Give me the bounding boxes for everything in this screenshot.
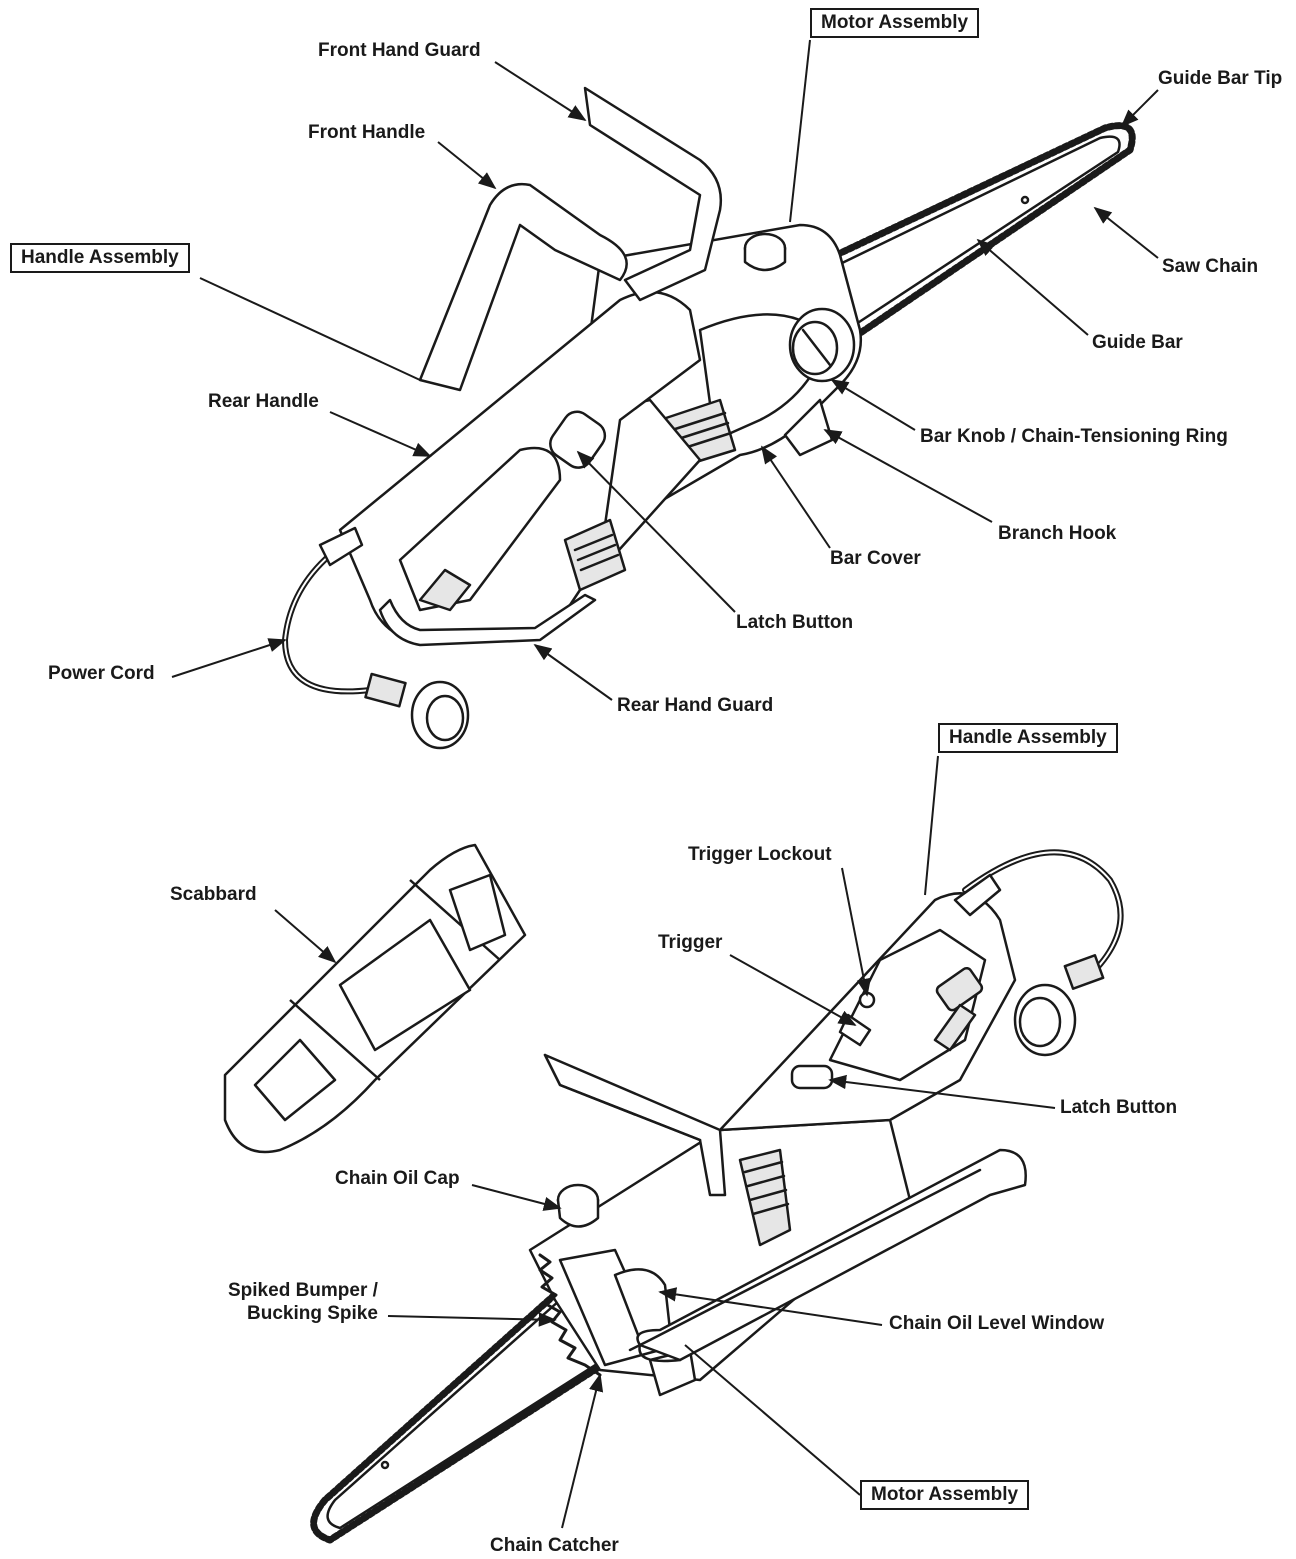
top-rear-hand-guard [378,593,597,647]
leader-top-motor-assembly [789,39,811,223]
label-top-branch-hook: Branch Hook [998,523,1117,544]
label-bottom-trigger: Trigger [658,932,723,953]
label-bottom-motor-assembly: Motor Assembly [860,1480,1030,1510]
leader-top-power-cord [171,638,287,678]
leader-lines [171,39,1159,1529]
label-top-rear-handle: Rear Handle [208,391,319,412]
label-top-front-hand-guard: Front Hand Guard [318,40,481,61]
label-bottom-scabbard: Scabbard [170,884,257,905]
leader-bottom-trigger-lockout [841,867,871,997]
bottom-handle-body [718,892,1017,1132]
label-bottom-spiked-bumper: Spiked Bumper / Bucking Spike [228,1280,378,1324]
label-top-handle-assembly: Handle Assembly [10,243,190,273]
top-handle-body [338,290,702,642]
top-guide-bar [826,122,1136,344]
label-bottom-handle-assembly: Handle Assembly [938,723,1118,753]
bottom-oil-cap [556,1183,600,1228]
leader-top-latch-button [576,450,736,613]
leader-bottom-spiked-bumper [387,1312,557,1327]
bottom-spiked-bumper [538,1253,602,1377]
label-top-motor-assembly: Motor Assembly [810,8,980,38]
leader-top-bar-knob [830,379,916,431]
label-top-power-cord: Power Cord [48,663,155,684]
scabbard [223,843,527,1154]
label-top-rear-hand-guard: Rear Hand Guard [617,695,774,716]
label-top-bar-knob: Bar Knob / Chain-Tensioning Ring [920,426,1228,447]
leader-bottom-latch-button [828,1074,1056,1109]
leader-bottom-trigger [729,954,857,1026]
leader-top-saw-chain [1093,206,1159,259]
leader-bottom-chain-oil-cap [471,1184,562,1211]
label-top-guide-bar-tip: Guide Bar Tip [1158,68,1283,89]
bottom-chainsaw [310,849,1124,1544]
leader-bottom-chain-catcher [561,1373,604,1529]
label-bottom-latch-button: Latch Button [1060,1097,1178,1118]
leader-top-rear-handle [329,411,432,457]
label-top-guide-bar: Guide Bar [1092,332,1183,353]
top-oil-cap [743,232,787,272]
leader-bottom-scabbard [274,909,337,964]
bottom-guide-bar [310,1286,614,1544]
label-top-saw-chain: Saw Chain [1162,256,1259,277]
top-power-cord [282,526,470,750]
label-top-front-handle: Front Handle [308,122,426,143]
leader-top-rear-hand-guard [533,643,613,701]
top-bar-knob [788,307,856,383]
top-chainsaw [282,86,1136,750]
label-bottom-chain-oil-level-window: Chain Oil Level Window [889,1313,1105,1334]
label-bottom-chain-catcher: Chain Catcher [490,1535,619,1556]
leader-top-front-handle [437,141,497,190]
top-front-hand-guard [583,86,723,302]
leader-bottom-motor-assembly [684,1344,861,1496]
top-front-handle [418,182,628,392]
leader-top-handle-assembly [199,277,421,381]
label-bottom-chain-oil-cap: Chain Oil Cap [335,1168,460,1189]
leader-top-front-hand-guard [494,61,587,121]
bottom-front-handle [636,1148,1027,1362]
bottom-power-cord [953,849,1124,1057]
leader-top-bar-cover [760,445,831,549]
bottom-motor-housing [528,1118,912,1382]
label-top-bar-cover: Bar Cover [830,548,921,569]
leader-bottom-handle-assembly [924,755,939,896]
label-top-latch-button: Latch Button [736,612,854,633]
leader-top-guide-bar [976,238,1089,336]
leader-bottom-chain-oil-level-window [658,1287,883,1326]
leader-top-branch-hook [823,429,993,523]
leader-top-guide-bar-tip [1120,89,1159,128]
label-bottom-trigger-lockout: Trigger Lockout [688,844,832,865]
